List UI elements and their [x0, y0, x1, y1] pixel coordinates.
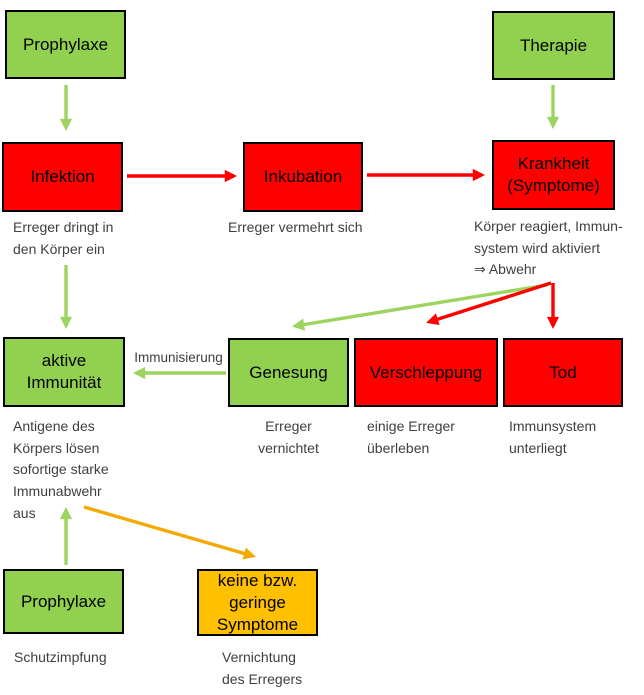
- node-genesung: Genesung: [228, 338, 349, 407]
- node-tod-label: Tod: [549, 362, 577, 382]
- arrow-label-immunisierung: Immunisierung: [134, 350, 223, 365]
- node-prophylaxe-bottom-label: Prophylaxe: [20, 591, 107, 611]
- node-verschleppung: Verschleppung: [354, 338, 498, 407]
- node-prophylaxe-top-label: Prophylaxe: [22, 34, 109, 54]
- arrow-aktive-immunitaet-to-symptome: [83, 505, 256, 560]
- node-prophylaxe-top: Prophylaxe: [5, 10, 126, 79]
- node-krankheit-label: Krankheit (Symptome): [507, 154, 600, 195]
- caption-krankheit: Körper reagiert, Immun- system wird akti…: [474, 218, 623, 278]
- caption-tod: Immunsystem unterliegt: [509, 418, 597, 456]
- node-infektion: Infektion: [2, 142, 123, 212]
- node-symptome-label: keine bzw. geringe Symptome: [216, 570, 299, 634]
- caption-aktive-immunitaet: Antigene des Körpers lösen sofortige sta…: [13, 418, 109, 521]
- caption-verschleppung: einige Erreger überleben: [367, 418, 455, 456]
- node-tod: Tod: [503, 338, 623, 407]
- arrow-krankheit-to-genesung: [291, 283, 548, 331]
- arrow-krankheit-to-verschleppung: [426, 281, 552, 326]
- node-symptome: keine bzw. geringe Symptome: [197, 569, 318, 636]
- node-prophylaxe-bottom: Prophylaxe: [3, 569, 124, 634]
- caption-inkubation: Erreger vermehrt sich: [228, 219, 363, 235]
- node-aktive-immunitaet: aktive Immunität: [3, 337, 125, 407]
- node-therapie-label: Therapie: [519, 35, 588, 55]
- node-verschleppung-label: Verschleppung: [369, 362, 483, 382]
- node-inkubation-label: Inkubation: [263, 167, 343, 186]
- node-aktive-immunitaet-label: aktive Immunität: [26, 351, 102, 392]
- node-inkubation: Inkubation: [243, 142, 363, 212]
- node-krankheit: Krankheit (Symptome): [492, 140, 615, 210]
- caption-infektion: Erreger dringt in den Körper ein: [13, 219, 114, 257]
- node-genesung-label: Genesung: [249, 362, 328, 382]
- caption-genesung: Erreger vernichtet: [258, 418, 319, 456]
- caption-symptome: Vernichtung des Erregers: [222, 649, 303, 687]
- node-therapie: Therapie: [492, 11, 615, 80]
- node-infektion-label: Infektion: [30, 167, 95, 186]
- caption-prophylaxe-bottom: Schutzimpfung: [14, 649, 107, 665]
